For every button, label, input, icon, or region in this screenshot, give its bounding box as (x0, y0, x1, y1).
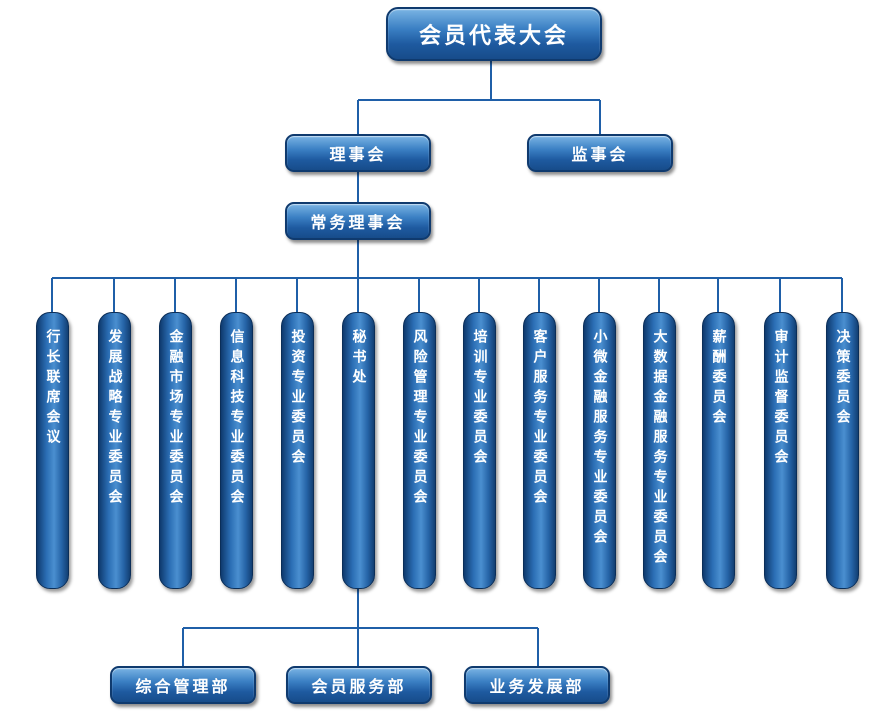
members-congress-box: 会员代表大会 (386, 7, 602, 61)
committee-label: 大数据金融服务专业委员会 (651, 329, 668, 569)
general-management-dept-box: 综合管理部 (110, 666, 256, 704)
committee-box: 大数据金融服务专业委员会 (643, 312, 676, 589)
committee-box: 小微金融服务专业委员会 (583, 312, 616, 589)
committee-box: 审计监督委员会 (764, 312, 797, 589)
business-development-dept-box: 业务发展部 (464, 666, 610, 704)
committee-label: 发展战略专业委员会 (106, 329, 123, 509)
committee-label: 小微金融服务专业委员会 (591, 329, 608, 549)
committee-box: 金融市场专业委员会 (159, 312, 192, 589)
committee-label: 培训专业委员会 (471, 329, 488, 469)
secretariat-box: 秘书处 (342, 312, 375, 589)
committee-label: 信息科技专业委员会 (228, 329, 245, 509)
committee-label: 投资专业委员会 (289, 329, 306, 469)
supervisory-board-box: 监事会 (527, 134, 673, 172)
committee-box: 投资专业委员会 (281, 312, 314, 589)
committee-label: 行长联席会议 (44, 329, 61, 449)
committee-box: 发展战略专业委员会 (98, 312, 131, 589)
committee-box: 客户服务专业委员会 (523, 312, 556, 589)
committee-box: 培训专业委员会 (463, 312, 496, 589)
committee-box: 行长联席会议 (36, 312, 69, 589)
committee-label: 客户服务专业委员会 (531, 329, 548, 509)
standing-council-box: 常务理事会 (285, 202, 431, 240)
committee-label: 金融市场专业委员会 (167, 329, 184, 509)
member-services-dept-box: 会员服务部 (286, 666, 432, 704)
committee-box: 薪酬委员会 (702, 312, 735, 589)
council-box: 理事会 (285, 134, 431, 172)
committee-label: 决策委员会 (834, 329, 851, 429)
committee-label: 风险管理专业委员会 (411, 329, 428, 509)
committee-box: 信息科技专业委员会 (220, 312, 253, 589)
committee-box: 风险管理专业委员会 (403, 312, 436, 589)
committee-label: 审计监督委员会 (772, 329, 789, 469)
committee-label: 秘书处 (350, 329, 367, 389)
committee-label: 薪酬委员会 (710, 329, 727, 429)
committee-box: 决策委员会 (826, 312, 859, 589)
